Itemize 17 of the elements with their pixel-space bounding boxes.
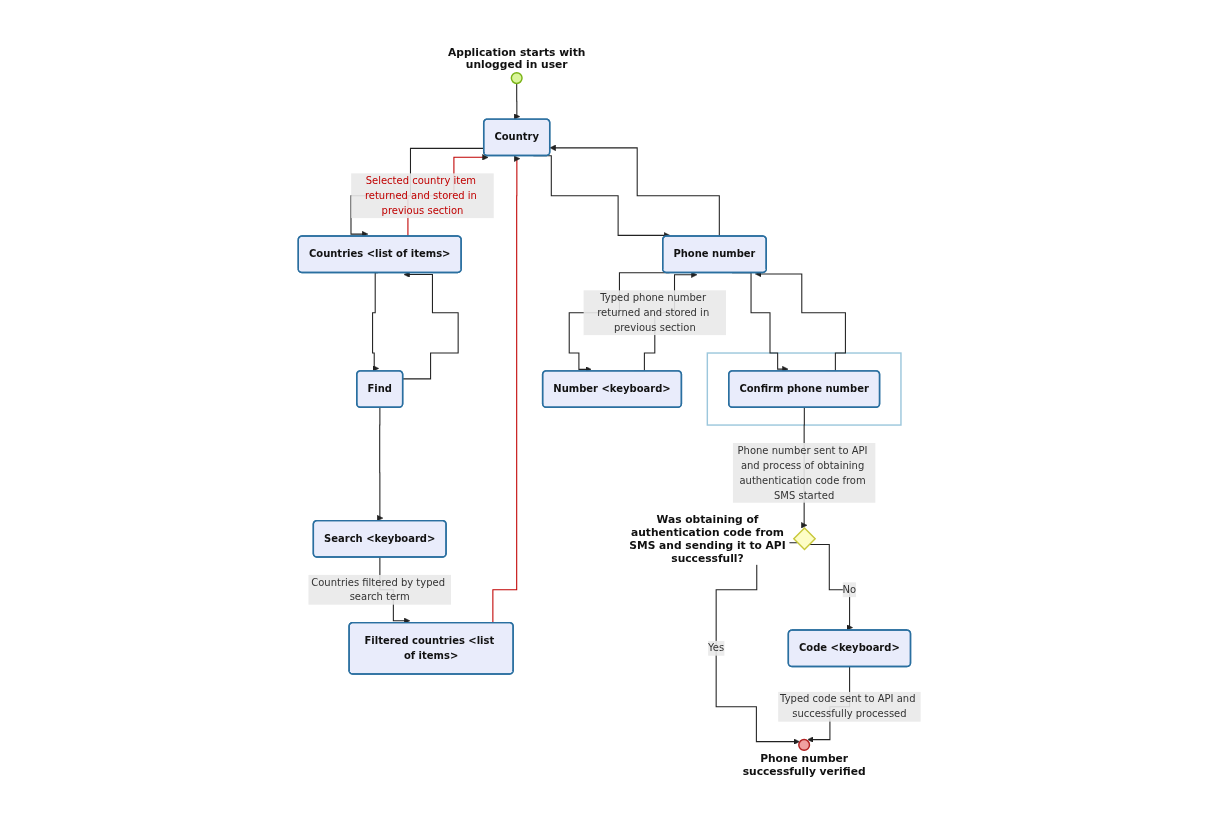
edge-label: Selected country item returned and stored in previous section bbox=[364, 174, 477, 217]
arrow bbox=[549, 144, 720, 237]
arrow bbox=[372, 272, 379, 372]
edge-label: Countries filtered by typed search term bbox=[311, 576, 445, 603]
node-circle bbox=[510, 72, 523, 85]
arrow bbox=[755, 270, 846, 372]
edge-label: Phone number sent to API and process of obtaining authentication code from SMS started bbox=[737, 444, 868, 501]
arrow bbox=[402, 271, 459, 380]
edge-label: Typed phone number returned and stored in previous section bbox=[597, 291, 710, 334]
arrow bbox=[376, 407, 384, 522]
node-diamond bbox=[792, 527, 817, 551]
edge-label: Typed code sent to API and successfully processed bbox=[780, 693, 916, 720]
node-circle bbox=[798, 738, 811, 751]
arrow bbox=[513, 82, 521, 120]
edge-label: Yes bbox=[708, 642, 725, 654]
cluster bbox=[706, 352, 902, 426]
edge-label: No bbox=[842, 583, 857, 596]
